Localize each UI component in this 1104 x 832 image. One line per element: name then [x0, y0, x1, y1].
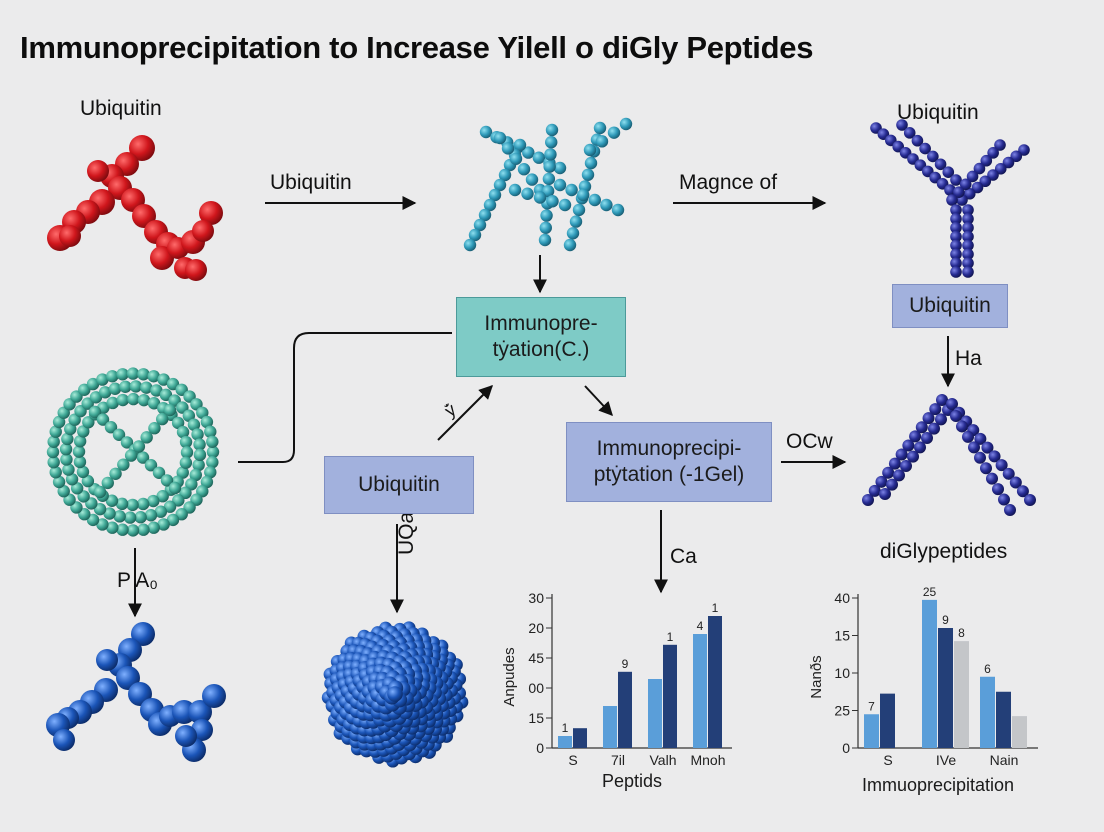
blue-ubiquitin-molecule: [46, 622, 226, 762]
bar: [663, 644, 677, 748]
navy-antibody-molecule: [870, 119, 1030, 278]
bar: [693, 634, 707, 748]
x-tick-label: Nain: [990, 752, 1019, 768]
data-label: 9: [942, 613, 949, 627]
connector-arrows: [128, 196, 955, 618]
blue-sphere-cluster: [321, 621, 469, 768]
bar: [618, 671, 632, 748]
bar: [996, 691, 1011, 748]
data-label: 25: [923, 585, 937, 599]
page-title: Immunoprecipitation to Increase Yilell o…: [20, 30, 814, 65]
bar: [558, 736, 572, 748]
data-label: 6: [984, 662, 991, 676]
data-label: 1: [712, 601, 719, 615]
label-arrow-ha: Ha: [955, 347, 982, 370]
molecule-layer: [46, 117, 1036, 768]
data-label: 8: [958, 626, 965, 640]
x-tick-label: S: [883, 752, 892, 768]
data-label: 4: [697, 619, 704, 633]
label-arrow-ocw: OCw: [786, 430, 833, 453]
connector-ring-to-teal: [238, 332, 452, 463]
data-label: 1: [562, 721, 569, 735]
bar: [864, 714, 879, 748]
y-tick-label: 15: [834, 628, 850, 644]
y-tick-label: 30: [528, 590, 544, 606]
y-tick-label: 25: [834, 703, 850, 719]
x-axis-label: Immuoprecipitation: [862, 775, 1014, 795]
data-label: 9: [622, 657, 629, 671]
y-tick-label: 0: [536, 740, 544, 756]
bar: [603, 706, 617, 748]
data-label: 1: [667, 630, 674, 644]
label-arrow-ubiquitin: Ubiquitin: [270, 171, 352, 194]
x-tick-label: Mnoh: [690, 752, 725, 768]
bar: [880, 693, 895, 748]
label-arrow-pa: P A₀: [117, 569, 159, 592]
bar: [648, 679, 662, 748]
x-tick-label: 7il: [611, 752, 625, 768]
teal-ubiquitin-chain: [463, 117, 633, 252]
y-tick-label: 0: [842, 740, 850, 756]
y-tick-label: 00: [528, 680, 544, 696]
bar: [980, 676, 995, 748]
y-axis-label: Anpudes: [501, 647, 518, 706]
red-ubiquitin-molecule: [47, 135, 223, 281]
y-tick-label: 20: [528, 620, 544, 636]
y-tick-label: 45: [528, 650, 544, 666]
label-ubiquitin-top-right: Ubiquitin: [897, 101, 979, 124]
y-tick-label: 10: [834, 665, 850, 681]
navy-v-molecule: [862, 394, 1036, 516]
bar: [938, 628, 953, 748]
label-digly-peptides: diGlypeptides: [880, 540, 1008, 563]
green-ring-molecule: [46, 367, 220, 537]
immunoprecipitation-teal-box: Immunopre- tẏation(C.): [456, 297, 626, 377]
bar: [922, 599, 937, 748]
label-arrow-ca: Ca: [670, 545, 697, 568]
immunoprecipitation-lavender-box: Immunoprecipi- ptẏtation (-1Gel): [566, 422, 772, 502]
ubiquitin-box-mid: Ubiquitin: [324, 456, 474, 514]
label-ubiquitin-top-left: Ubiquitin: [80, 97, 162, 120]
ubiquitin-box-right: Ubiquitin: [892, 284, 1008, 328]
x-tick-label: IVe: [936, 752, 956, 768]
bar: [1012, 716, 1027, 748]
bar: [573, 728, 587, 748]
bar: [954, 641, 969, 748]
x-tick-label: S: [568, 752, 577, 768]
arrow-up-to-teal: [437, 385, 493, 441]
x-tick-label: Valh: [650, 752, 677, 768]
label-arrow-magnce: Magnce of: [679, 171, 778, 194]
bar: [708, 616, 722, 748]
y-axis-label: Nanðs: [808, 655, 825, 698]
x-axis-label: Peptids: [602, 771, 662, 791]
y-tick-label: 40: [834, 590, 850, 606]
data-label: 7: [868, 699, 875, 713]
arrow-teal-to-lavender: [584, 385, 613, 417]
y-tick-label: 15: [528, 710, 544, 726]
